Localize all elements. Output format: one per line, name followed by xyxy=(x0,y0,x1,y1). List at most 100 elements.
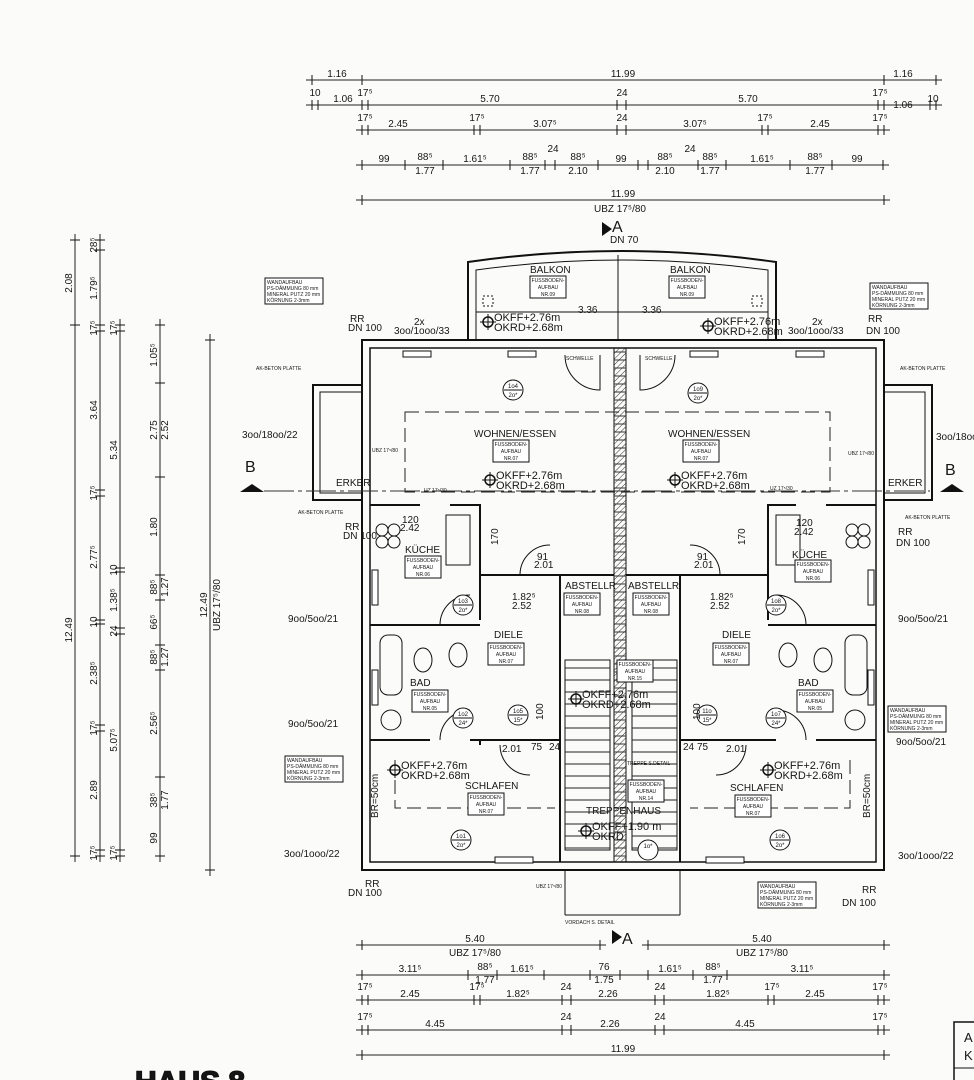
lintel-label: UBZ 17⁵/80 xyxy=(372,448,398,454)
dimension-label: 1.38⁵ xyxy=(109,588,120,612)
section-arrow-icon xyxy=(940,484,964,492)
downpipe-label: RR xyxy=(345,522,359,533)
level-okff: OKFF+2.76m xyxy=(681,470,747,482)
dimension-label: 5.40 xyxy=(752,934,772,945)
dimension-label: 1.80 xyxy=(149,517,160,537)
dimension-label: 2.08 xyxy=(64,273,75,293)
dimension-label: 17⁵ xyxy=(764,982,779,993)
floor-build-line: FUSSBODEN- xyxy=(671,278,704,284)
dimension-label: 1.75 xyxy=(594,975,614,986)
room-bad-left: BAD xyxy=(410,678,431,689)
dimension-label: 1.77 xyxy=(475,975,495,986)
level-okff: OKFF+2.76m xyxy=(774,760,840,772)
floor-build-line: FUSSBODEN- xyxy=(566,595,599,601)
downpipe-label: DN 100 xyxy=(896,538,930,549)
window-size-label: 3oo/1ooo/22 xyxy=(284,849,340,860)
title-block-row: K xyxy=(964,1048,973,1063)
floor-build-line: FUSSBODEN- xyxy=(715,645,748,651)
floor-build-number: NR.07 xyxy=(504,456,518,462)
floor-build-line: AUFBAU xyxy=(641,602,662,608)
dimension-label: 5.07⁵ xyxy=(109,728,120,752)
section-a-marker-top: A xyxy=(612,219,623,236)
floor-build-line: AUFBAU xyxy=(805,699,826,705)
floor-build-number: NR.06 xyxy=(806,576,820,582)
room-diele-left: DIELE xyxy=(494,630,523,641)
level-okff: OKFF+2.76m xyxy=(714,316,780,328)
floor-build-line: AUFBAU xyxy=(691,449,712,455)
floor-build-number: NR.08 xyxy=(575,609,589,615)
floor-build-line: FUSSBODEN- xyxy=(470,795,503,801)
section-a-marker-bottom: A xyxy=(622,931,633,948)
room-height: 2o* xyxy=(508,393,518,399)
wall-build-line: MINERAL PUTZ 20 mm xyxy=(267,292,320,298)
erker-label: ERKER xyxy=(336,478,370,489)
room-height: 15* xyxy=(702,718,712,724)
floor-build-line: AUFBAU xyxy=(743,804,764,810)
dimension-label: 88⁵ xyxy=(705,962,720,973)
dimension-label: 2.52 xyxy=(160,420,171,440)
floor-build-line: AUFBAU xyxy=(572,602,593,608)
level-okff: OKFF+2.76m xyxy=(494,312,560,324)
wall-build-line: WANDAUFBAU xyxy=(267,280,303,286)
floor-build-line: AUFBAU xyxy=(636,789,657,795)
room-number: 11o xyxy=(702,709,712,715)
window-size-label: 3oo/1ooo/22 xyxy=(898,851,954,862)
window-size-label: 3oo/18oo/22 xyxy=(242,430,298,441)
downpipe-label: DN 100 xyxy=(842,898,876,909)
floor-build-number: NR.14 xyxy=(639,796,653,802)
stair-detail-label: TREPPE S.DETAIL xyxy=(627,761,670,767)
dimension-label: 12.49 xyxy=(199,592,210,617)
wall-build-line: PS-DÄMMUNG 80 mm xyxy=(267,285,318,292)
level-okrd: OKRD+2.68m xyxy=(714,326,783,338)
dimension-label: 5.34 xyxy=(109,440,120,460)
dimension-label: 1.82⁵ xyxy=(512,592,536,603)
dimension-label: 2.10 xyxy=(568,166,588,177)
drawing-title: HAUS 8 xyxy=(134,1065,246,1080)
dimension-label: 2.52 xyxy=(512,601,532,612)
level-okrd: OKRD+2.68m xyxy=(496,480,565,492)
concrete-slab-label: AK-BETON PLATTE xyxy=(905,515,951,521)
dimension-label: 2.01 xyxy=(534,560,554,571)
floor-build-line: AUFBAU xyxy=(538,285,559,291)
title-block: A K xyxy=(953,1021,974,1080)
dimension-label: 1.61⁵ xyxy=(463,154,487,165)
dimension-label: 1.61⁵ xyxy=(750,154,774,165)
dimension-label: 1.16 xyxy=(893,69,913,80)
balcony xyxy=(467,250,777,340)
dimension-label: 4.45 xyxy=(425,1019,445,1030)
dimension-label: 1.77 xyxy=(520,166,540,177)
floor-build-line: FUSSBODEN- xyxy=(407,558,440,564)
wall-build-line: KÖRNUNG 2-3mm xyxy=(267,297,310,304)
dimension-label: 1.82⁵ xyxy=(706,989,730,1000)
section-arrow-icon xyxy=(602,222,612,236)
room-wohnen-left: WOHNEN/ESSEN xyxy=(474,429,556,440)
concrete-slab-label: AK-BETON PLATTE xyxy=(298,510,344,516)
floor-build-line: FUSSBODEN- xyxy=(495,442,528,448)
dimension-label: 99 xyxy=(149,832,160,844)
dimension-label: 88⁵ xyxy=(807,152,822,163)
dimension-label: 11.99 xyxy=(611,189,636,200)
room-number: 1o9 xyxy=(693,387,704,393)
lintel-label: UZ 17⁵/30 xyxy=(424,488,447,494)
dimension-label: 24 xyxy=(616,113,628,124)
section-b-marker-left: B xyxy=(245,459,256,476)
room-height: 24* xyxy=(771,721,781,727)
dimension-label: 1.16 xyxy=(327,69,347,80)
room-height: 2o* xyxy=(458,608,468,614)
dimension-label: 1.27 xyxy=(160,647,171,667)
